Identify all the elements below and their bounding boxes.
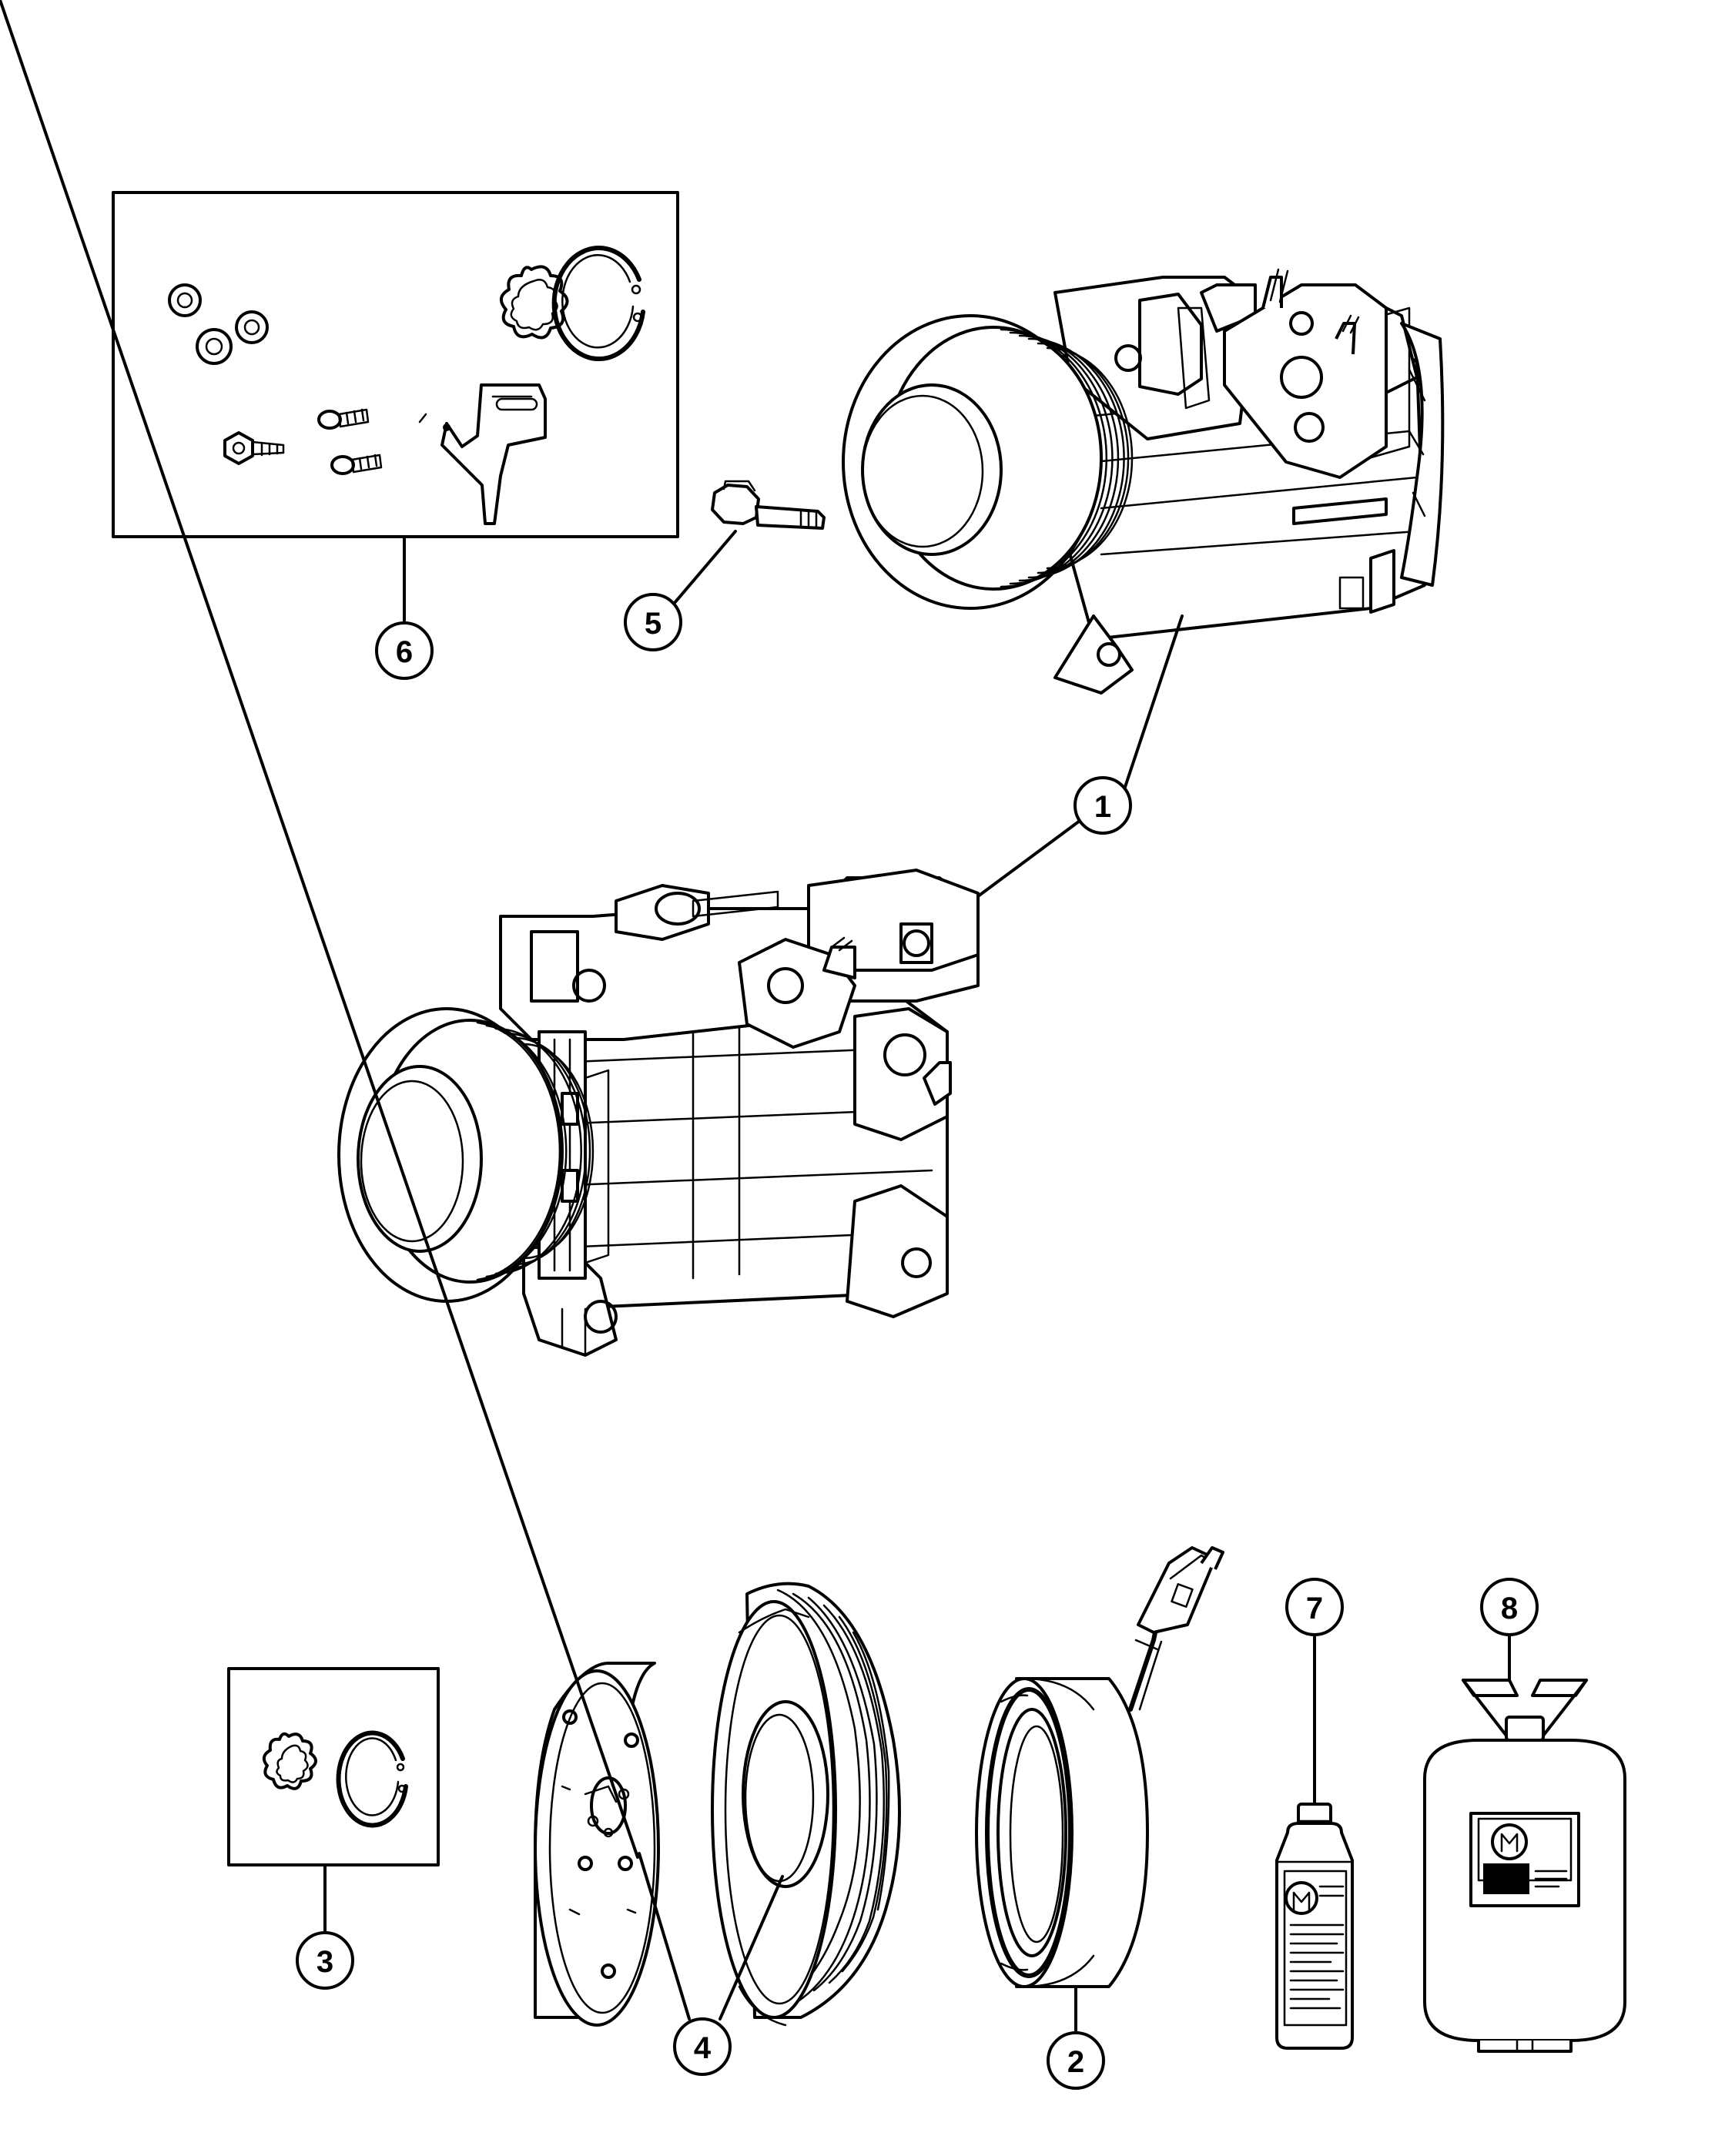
callout-label: 1 <box>1094 790 1111 824</box>
pulley-icon <box>711 1582 901 2027</box>
seal-kit-icon <box>112 191 679 538</box>
ac-compressor-icon <box>842 268 1445 695</box>
callout-8[interactable]: 8 <box>1480 1578 1539 1636</box>
callout-label: 2 <box>1067 2045 1084 2079</box>
callout-label: 4 <box>694 2031 712 2065</box>
leader-line-1a <box>1123 614 1184 791</box>
leader-line-4a <box>638 1852 691 2020</box>
callout-2[interactable]: 2 <box>1047 2031 1105 2090</box>
leader-line-4a <box>0 0 639 1859</box>
callout-1[interactable]: 1 <box>1074 776 1132 835</box>
callout-3[interactable]: 3 <box>296 1931 354 1990</box>
callout-label: 3 <box>317 1945 333 1979</box>
leader-line-5 <box>668 530 737 610</box>
callout-label: 8 <box>1501 1592 1518 1625</box>
field-coil-icon <box>975 1546 1224 1988</box>
refrigerant-tank-icon <box>1423 1679 1626 2053</box>
callout-4[interactable]: 4 <box>673 2017 732 2076</box>
snap-ring-icon <box>227 1667 440 1866</box>
callout-7[interactable]: 7 <box>1285 1578 1344 1636</box>
callout-label: 6 <box>396 635 413 669</box>
oil-bottle-icon <box>1275 1803 1354 2050</box>
leader-line-4b <box>718 1875 784 2020</box>
callout-6[interactable]: 6 <box>375 621 434 680</box>
ac-compressor-icon <box>337 869 980 1357</box>
clutch-plate-icon <box>534 1662 660 2027</box>
callout-label: 7 <box>1306 1592 1323 1625</box>
callout-label: 5 <box>645 607 662 641</box>
callout-5[interactable]: 5 <box>624 593 682 651</box>
flange-bolt-icon <box>711 480 826 530</box>
